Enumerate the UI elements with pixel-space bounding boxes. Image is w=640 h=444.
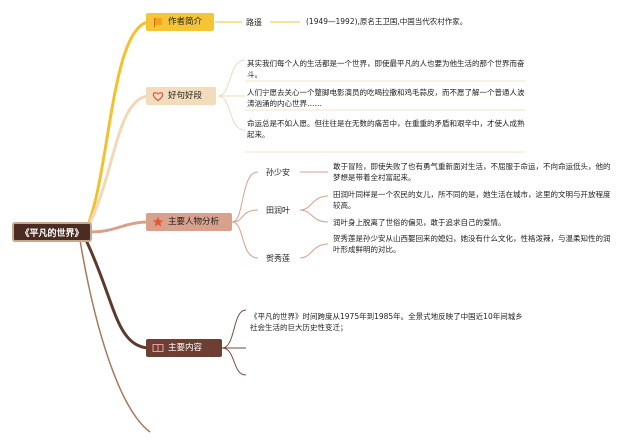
branch-characters[interactable]: 主要人物分析 xyxy=(146,213,232,231)
connector-author xyxy=(83,20,149,233)
branch-quotes[interactable]: 好句好段 xyxy=(146,87,216,105)
branch-characters-label: 主要人物分析 xyxy=(168,217,220,227)
person-name-3: 贺秀莲 xyxy=(266,254,290,263)
person-name-1: 孙少安 xyxy=(266,168,290,177)
connector-content xyxy=(83,237,149,350)
person-desc-3: 贺秀莲是孙少安从山西娶回来的媳妇，她没有什么文化，性格泼辣，与温柔知性的润叶形成… xyxy=(333,234,611,254)
branch-author[interactable]: 作者简介 xyxy=(146,13,214,31)
content-text: 《平凡的世界》时间跨度从1975年到1985年。全景式地反映了中国近10年间城乡… xyxy=(250,312,523,332)
connector-tail xyxy=(79,239,151,433)
person-desc-1: 敢于冒险，即使失败了也有勇气重新面对生活，不屈服于命运，不向命运低头，他的梦想是… xyxy=(333,162,611,182)
author-name: 路遥 xyxy=(246,18,262,27)
book-icon xyxy=(152,342,164,354)
connector-person-2 xyxy=(299,195,329,223)
branch-content-label: 主要内容 xyxy=(168,343,203,353)
person-name-2: 田润叶 xyxy=(266,206,290,215)
connector-characters xyxy=(91,220,149,234)
connector-person-3 xyxy=(299,243,329,259)
star-icon xyxy=(152,216,164,228)
heart-icon xyxy=(152,90,164,102)
branch-quotes-label: 好句好段 xyxy=(168,91,203,101)
person-desc-2a: 田润叶同样是一个农民的女儿，所不同的是，她生活在城市，这里的文明与开放程度较高。 xyxy=(333,190,611,210)
connector-characters-people xyxy=(231,171,259,259)
connector-quotes xyxy=(83,94,149,233)
branch-content[interactable]: 主要内容 xyxy=(146,339,222,357)
branch-author-label: 作者简介 xyxy=(168,17,203,27)
flag-icon xyxy=(152,16,164,28)
connector-content-text xyxy=(221,309,247,376)
person-desc-2b: 润叶身上脱离了世俗的偏见，敢于追求自己的爱情。 xyxy=(333,218,506,227)
quote-item-3: 命运总是不如人愿。但往往是在无数的痛苦中，在重重的矛盾和艰辛中，才使人成熟起来。 xyxy=(247,119,525,139)
quote-item-1: 其实我们每个人的生活都是一个世界，即使最平凡的人也要为他生活的那个世界而奋斗。 xyxy=(247,59,525,79)
author-desc: (1949—1992),原名王卫国,中国当代农村作家。 xyxy=(306,17,468,26)
quote-item-2: 人们宁愿去关心一个蹩脚电影演员的吃喝拉撒和鸡毛蒜皮，而不愿了解一个普通人波涛汹涌… xyxy=(247,88,525,108)
connector-quotes-items xyxy=(217,59,246,131)
root-node[interactable]: 《平凡的世界》 xyxy=(12,222,92,242)
